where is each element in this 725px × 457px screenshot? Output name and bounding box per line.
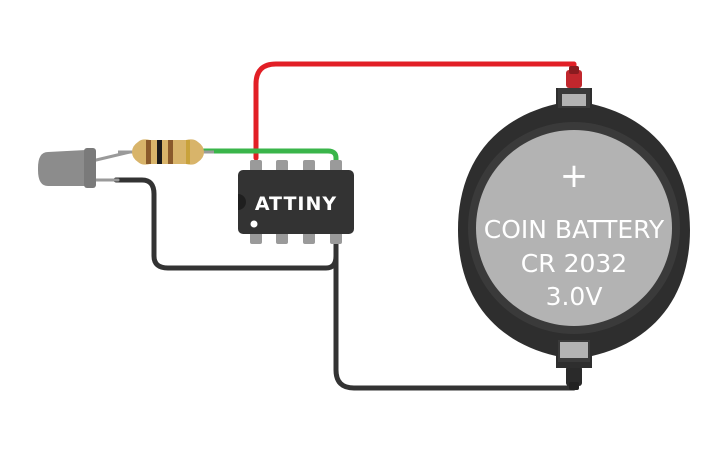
battery-label-line3: 3.0V: [546, 282, 603, 311]
led-rim: [84, 148, 96, 188]
battery-label-line1: COIN BATTERY: [484, 215, 665, 244]
battery-top-clip-inner: [562, 94, 586, 106]
battery-positive-terminal-cap: [569, 66, 579, 74]
battery-negative-terminal-cap: [569, 382, 579, 390]
resistor-band-1: [146, 140, 151, 164]
chip-label: ATTINY: [255, 193, 337, 215]
led-body: [38, 150, 96, 186]
battery-positive-terminal[interactable]: [566, 70, 582, 88]
resistor-band-3: [168, 140, 173, 164]
wire-signal[interactable]: [197, 148, 339, 165]
wire-positive[interactable]: [253, 61, 577, 161]
battery-label-line2: CR 2032: [521, 249, 627, 278]
resistor[interactable]: [118, 139, 214, 165]
coin-battery[interactable]: + COIN BATTERY CR 2032 3.0V: [458, 66, 690, 390]
battery-negative-terminal[interactable]: [566, 366, 582, 386]
chip-body: [238, 170, 354, 234]
led[interactable]: [38, 148, 132, 188]
battery-cell: [476, 130, 672, 326]
battery-bottom-clip-inner: [560, 342, 588, 358]
battery-plus-icon: +: [560, 156, 589, 196]
chip-notch: [238, 194, 246, 210]
resistor-band-2: [157, 140, 162, 164]
attiny-chip[interactable]: ATTINY: [238, 160, 354, 244]
resistor-band-4: [186, 140, 190, 164]
wire-negative[interactable]: [333, 237, 577, 391]
chip-pin1-dot: [250, 220, 258, 228]
